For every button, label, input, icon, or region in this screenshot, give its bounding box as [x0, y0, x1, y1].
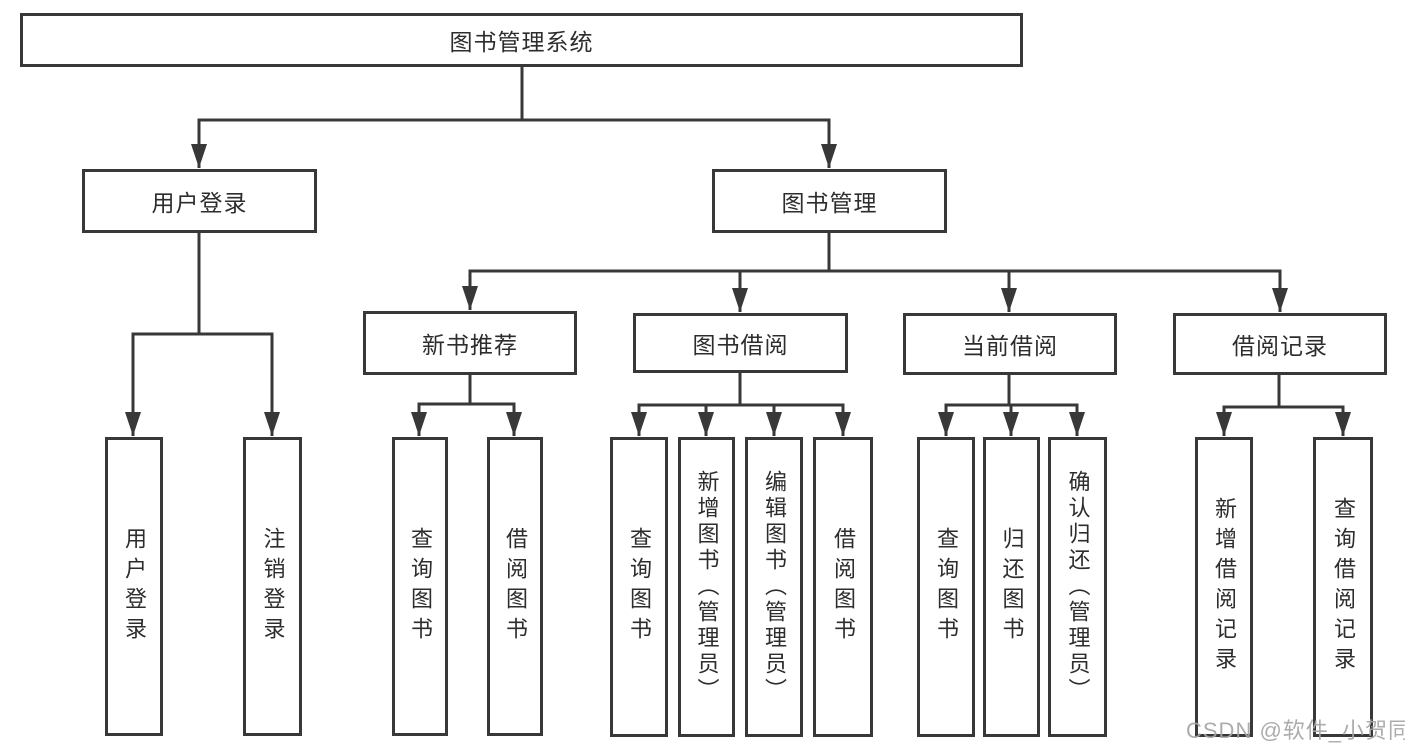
leaf-logout: 注销登录 [243, 437, 302, 736]
node-book-management-label: 图书管理 [781, 190, 878, 216]
node-current-borrowing: 当前借阅 [903, 313, 1117, 375]
node-current-borrowing-label: 当前借阅 [962, 333, 1058, 359]
leaf-bb-query-book: 查询图书 [610, 437, 668, 737]
node-book-borrowing-label: 图书借阅 [692, 332, 789, 358]
node-new-book-recommend: 新书推荐 [363, 311, 577, 375]
node-book-management: 图书管理 [712, 169, 947, 233]
leaf-bb-borrow-book: 借阅图书 [813, 437, 873, 737]
watermark-text: CSDN @软件_小贺同学 [1186, 718, 1405, 743]
leaf-nbr-borrow-book: 借阅图书 [487, 437, 543, 736]
leaf-cb-query-book: 查询图书 [917, 437, 975, 737]
leaf-bb-borrow-book-label: 借阅图书 [831, 527, 856, 647]
leaf-nbr-query-book: 查询图书 [392, 437, 448, 736]
leaf-nbr-borrow-book-label: 借阅图书 [503, 526, 528, 647]
leaf-cb-confirm-return-admin-label: 确认归还（管理员） [1065, 470, 1091, 704]
leaf-nbr-query-book-label: 查询图书 [408, 526, 433, 647]
node-root-label: 图书管理系统 [449, 29, 594, 55]
leaf-br-add-record: 新增借阅记录 [1195, 437, 1253, 737]
leaf-logout-label: 注销登录 [260, 526, 286, 647]
leaf-cb-query-book-label: 查询图书 [934, 527, 959, 647]
leaf-br-add-record-label: 新增借阅记录 [1212, 497, 1237, 677]
leaf-br-query-record-label: 查询借阅记录 [1331, 497, 1356, 677]
node-borrow-records-label: 借阅记录 [1232, 333, 1328, 359]
node-new-book-recommend-label: 新书推荐 [422, 332, 518, 358]
leaf-user-login: 用户登录 [105, 437, 163, 736]
leaf-bb-edit-book-admin-label: 编辑图书（管理员） [762, 470, 787, 704]
node-borrow-records: 借阅记录 [1173, 313, 1387, 375]
leaf-bb-query-book-label: 查询图书 [627, 527, 652, 647]
leaf-cb-confirm-return-admin: 确认归还（管理员） [1048, 437, 1107, 737]
leaf-br-query-record: 查询借阅记录 [1313, 437, 1373, 737]
node-root: 图书管理系统 [20, 13, 1023, 67]
leaf-cb-return-book-label: 归还图书 [999, 527, 1025, 647]
leaf-cb-return-book: 归还图书 [983, 437, 1040, 737]
leaf-user-login-label: 用户登录 [122, 526, 147, 647]
leaf-bb-add-book-admin: 新增图书（管理员） [678, 437, 735, 737]
node-user-login: 用户登录 [82, 169, 317, 233]
node-book-borrowing: 图书借阅 [633, 313, 848, 373]
node-user-login-label: 用户登录 [151, 190, 248, 216]
leaf-bb-edit-book-admin: 编辑图书（管理员） [745, 437, 803, 737]
leaf-bb-add-book-admin-label: 新增图书（管理员） [694, 470, 720, 704]
